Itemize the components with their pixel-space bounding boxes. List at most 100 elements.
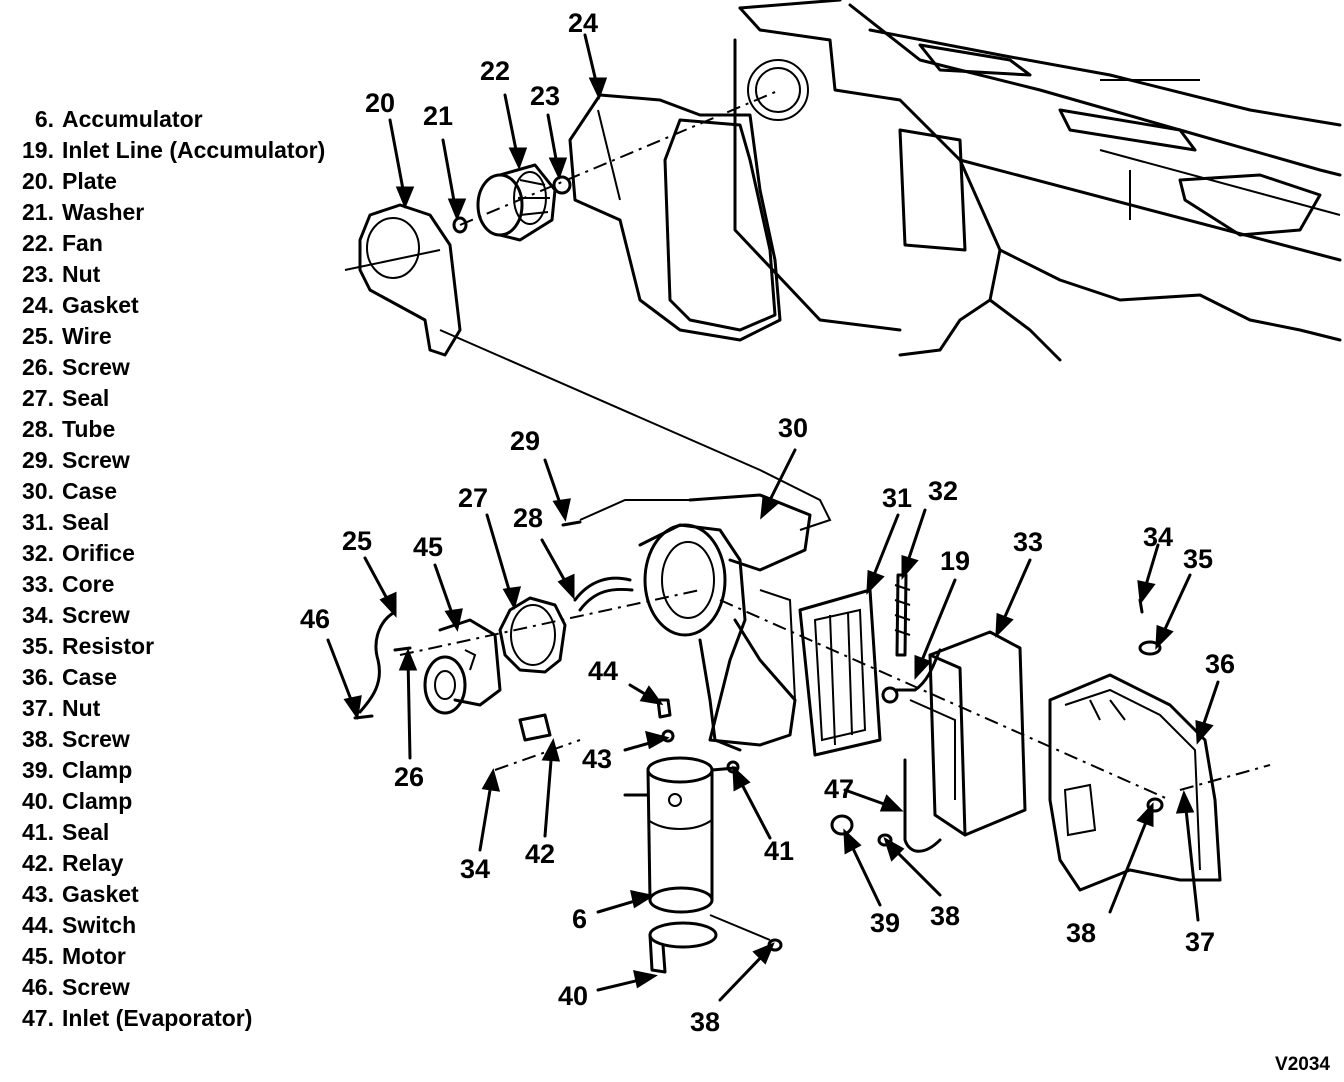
legend-item: 24.Gasket — [8, 290, 325, 321]
callout-36: 36 — [1205, 649, 1235, 679]
legend-item: 37. Nut — [8, 693, 325, 724]
legend-item-label: Core — [62, 571, 115, 597]
callout-34-lower: 34 — [460, 854, 490, 884]
legend-item-number: 28. — [22, 416, 54, 442]
callout-34-upper: 34 — [1143, 522, 1173, 552]
callout-22: 22 — [480, 56, 510, 86]
legend-item-label: Nut — [62, 261, 101, 287]
legend-item-label: Gasket — [62, 292, 139, 318]
legend-item-label: Screw — [62, 447, 130, 473]
callout-44: 44 — [588, 656, 618, 686]
legend-item: 45. Motor — [8, 941, 325, 972]
callout-35: 35 — [1183, 544, 1213, 574]
legend-item-label: Orifice — [62, 540, 135, 566]
callout-30: 30 — [778, 413, 808, 443]
legend-item-number: 6. — [34, 106, 54, 132]
legend-item: 33.Core — [8, 569, 325, 600]
legend-item: 34. Screw — [8, 600, 325, 631]
nut-23 — [552, 175, 572, 195]
callout-23: 23 — [530, 81, 560, 111]
callout-38-mid: 38 — [930, 901, 960, 931]
callout-41: 41 — [764, 836, 794, 866]
figure-code: V2034 — [1275, 1054, 1330, 1075]
legend-item-number: 43. — [22, 881, 54, 907]
fan-22 — [476, 163, 557, 242]
callout-26: 26 — [394, 762, 424, 792]
legend-item-number: 32. — [22, 540, 54, 566]
legend-item-label: Nut — [62, 695, 101, 721]
legend-item-number: 19. — [22, 137, 54, 163]
tube-28 — [573, 576, 632, 602]
legend-item-number: 29. — [22, 447, 54, 473]
legend-item-number: 39. — [22, 757, 54, 783]
legend-item-number: 20. — [22, 168, 54, 194]
core-33 — [909, 630, 1027, 837]
legend-item-number: 31. — [22, 509, 54, 535]
callout-6: 6 — [572, 904, 587, 934]
legend-item-label: Switch — [62, 912, 137, 938]
callout-24: 24 — [568, 8, 598, 38]
screw-26 — [393, 646, 412, 652]
legend-item: 39. Clamp — [8, 755, 325, 786]
callout-33: 33 — [1013, 527, 1043, 557]
legend-item-label: Seal — [62, 819, 110, 845]
legend-item: 40.Clamp — [8, 786, 325, 817]
legend-item: 28. Tube — [8, 414, 325, 445]
legend-item-number: 30. — [22, 478, 54, 504]
callout-28: 28 — [513, 503, 543, 533]
legend-item-label: Wire — [62, 323, 112, 349]
gasket-24 — [568, 93, 782, 342]
callout-46: 46 — [300, 604, 330, 634]
inlet-line-19 — [893, 648, 942, 692]
legend-item-label: Screw — [62, 354, 130, 380]
washer-21 — [452, 216, 468, 234]
legend-item-number: 37. — [22, 695, 54, 721]
callout-32: 32 — [928, 476, 958, 506]
legend-item-number: 21. — [22, 199, 54, 225]
legend-item-label: Screw — [62, 974, 130, 1000]
legend-item-label: Tube — [62, 416, 116, 442]
legend-item-number: 26. — [22, 354, 54, 380]
legend-item: 20.Plate — [8, 166, 325, 197]
legend-item-label: Clamp — [62, 757, 133, 783]
legend-item-number: 40. — [22, 788, 54, 814]
legend-item-number: 23. — [22, 261, 54, 287]
callout-20: 20 — [365, 88, 395, 118]
legend-item-label: Screw — [62, 602, 130, 628]
screw-29 — [561, 520, 582, 527]
legend-item-number: 42. — [22, 850, 54, 876]
legend-item: 31.Seal — [8, 507, 325, 538]
legend-item: 42.Relay — [8, 848, 325, 879]
callout-27: 27 — [458, 483, 488, 513]
legend-item-label: Case — [62, 664, 117, 690]
callout-42: 42 — [525, 839, 555, 869]
legend-item: 36.Case — [8, 662, 325, 693]
legend-item-label: Inlet Line (Accumulator) — [62, 137, 326, 163]
legend-item-number: 38. — [22, 726, 54, 752]
legend-item-number: 25. — [22, 323, 54, 349]
clamp-40 — [648, 914, 771, 974]
inlet-evaporator-47 — [903, 758, 942, 853]
switch-44 — [656, 698, 672, 719]
screw-38-right — [1146, 797, 1164, 813]
legend-item: 29. Screw — [8, 445, 325, 476]
screw-38-mid — [877, 833, 893, 847]
plate-20 — [344, 203, 462, 357]
leader-arrows — [326, 33, 1220, 1002]
legend-item-number: 44. — [22, 912, 54, 938]
legend-item-label: Motor — [62, 943, 126, 969]
seal-27 — [498, 596, 567, 674]
resistor-35 — [1138, 640, 1162, 656]
firewall-panel — [733, 0, 1342, 362]
legend-item: 32. Orifice — [8, 538, 325, 569]
seal-31 — [798, 588, 882, 757]
legend-item-label: Inlet (Evaporator) — [62, 1005, 253, 1031]
legend-item-number: 34. — [22, 602, 54, 628]
legend-item-label: Resistor — [62, 633, 155, 659]
legend-item-number: 27. — [22, 385, 54, 411]
legend-item-number: 45. — [22, 943, 54, 969]
clamp-39 — [830, 814, 854, 836]
legend-item: 41.Seal — [8, 817, 325, 848]
callout-43: 43 — [582, 744, 612, 774]
